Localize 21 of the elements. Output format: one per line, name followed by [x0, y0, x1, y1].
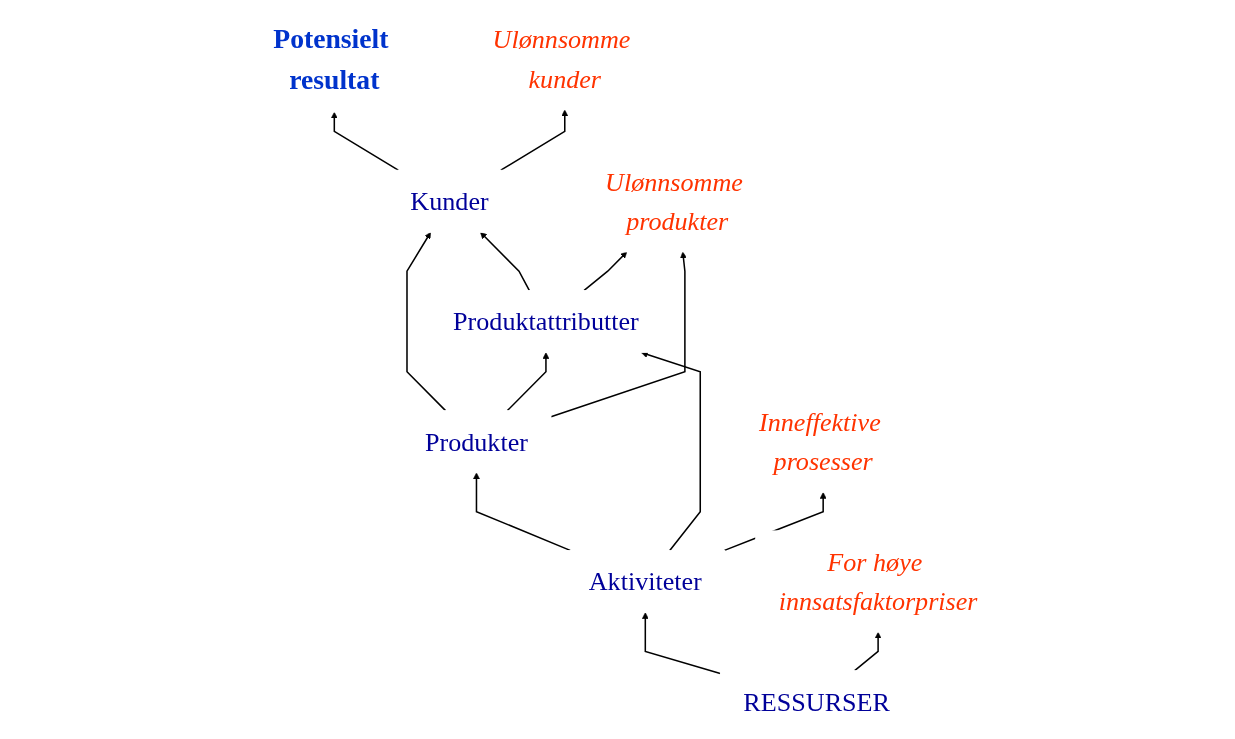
arrow	[500, 109, 569, 171]
arrow	[506, 352, 550, 412]
node-text: Produktattributter	[453, 307, 639, 336]
node-text: Ulønnsomme produkter	[605, 167, 743, 236]
arrow	[406, 232, 447, 412]
arrow	[641, 351, 701, 552]
arrow	[853, 631, 882, 672]
node-text: Aktiviteter	[588, 567, 702, 596]
node-text: Inneffektive prosesser	[758, 407, 881, 476]
arrow	[473, 472, 571, 552]
node-text: Kunder	[410, 187, 489, 216]
node-text: RESSURSER	[743, 687, 890, 716]
node-text: Ulønnsomme kunder	[492, 25, 631, 93]
arrow	[583, 251, 628, 292]
node-text: Potensielt resultat	[273, 23, 389, 96]
node-text: For høye innsatsfaktorpriser	[778, 547, 978, 616]
arrow	[641, 612, 722, 675]
node-text: Produkter	[424, 427, 528, 456]
arrow	[330, 111, 400, 171]
arrow	[480, 232, 531, 292]
arrow	[550, 251, 687, 418]
